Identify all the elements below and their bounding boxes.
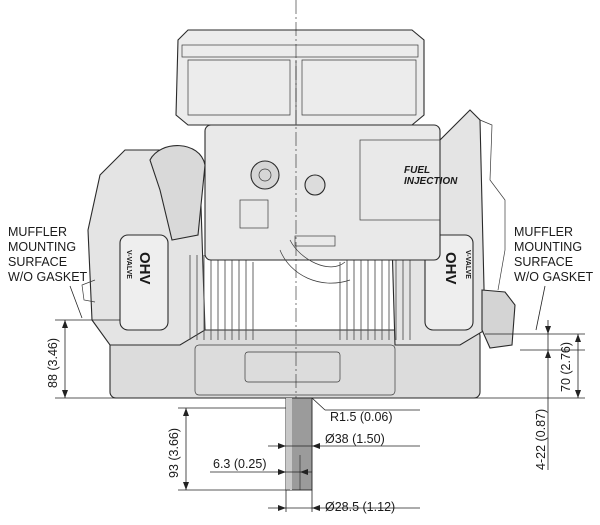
- injection-label: INJECTION: [404, 176, 458, 187]
- ohv-right-label: OHV: [442, 252, 459, 285]
- left-valve-cover: [119, 234, 169, 331]
- ohv-left-label: OHV: [136, 252, 153, 285]
- fuel-label: FUEL: [404, 165, 430, 176]
- left-muffler-line1: MUFFLER: [8, 225, 67, 239]
- fillet-label: R1.5 (0.06): [330, 410, 393, 424]
- crankshaft: [285, 397, 313, 491]
- keyway-label: 6.3 (0.25): [213, 457, 267, 471]
- left-muffler-callout: MUFFLER MOUNTING SURFACE W/O GASKET: [8, 225, 88, 319]
- left-muffler-line3: SURFACE: [8, 255, 67, 269]
- right-muffler-line3: SURFACE: [514, 255, 573, 269]
- shaft-dia-upper-label: Ø38 (1.50): [325, 432, 385, 446]
- throttle-body: [250, 160, 280, 190]
- shaft-length-dimension: 93 (3.66): [167, 407, 290, 491]
- keyway-dimension: 6.3 (0.25): [210, 457, 312, 475]
- shaft-dia-lower-dimension: Ø28.5 (1.12): [268, 490, 420, 514]
- right-cooling-fins: [339, 255, 411, 340]
- right-muffler-line2: MOUNTING: [514, 240, 582, 254]
- right-muffler-callout: MUFFLER MOUNTING SURFACE W/O GASKET: [514, 225, 594, 331]
- right-height-label: 70 (2.76): [559, 342, 573, 392]
- mount-range-dimension: 4-22 (0.87): [520, 320, 585, 470]
- right-muffler-line1: MUFFLER: [514, 225, 573, 239]
- right-height-dimension: 70 (2.76): [400, 333, 585, 399]
- intake-pipe: [149, 145, 206, 241]
- shaft-dia-upper-dimension: Ø38 (1.50): [268, 432, 420, 449]
- center-block: [204, 124, 441, 261]
- fillet-dimension: R1.5 (0.06): [311, 397, 420, 424]
- left-muffler-line4: W/O GASKET: [8, 270, 88, 284]
- left-height-label: 88 (3.46): [46, 338, 60, 388]
- vvalve-left-label: V-VALVE: [125, 250, 132, 279]
- engine-illustration: OHV V-VALVE OHV V-VALVE FUEL: [81, 29, 516, 399]
- shaft-dia-lower-label: Ø28.5 (1.12): [325, 500, 395, 514]
- right-muffler-bracket: [481, 289, 516, 349]
- shaft-length-label: 93 (3.66): [167, 428, 181, 478]
- mount-range-label: 4-22 (0.87): [534, 409, 548, 470]
- left-height-dimension: 88 (3.46): [46, 319, 286, 399]
- right-muffler-line4: W/O GASKET: [514, 270, 594, 284]
- air-cleaner-housing: [175, 29, 425, 126]
- left-cooling-fins: [189, 255, 254, 340]
- left-muffler-line2: MOUNTING: [8, 240, 76, 254]
- vvalve-right-label: V-VALVE: [464, 250, 471, 279]
